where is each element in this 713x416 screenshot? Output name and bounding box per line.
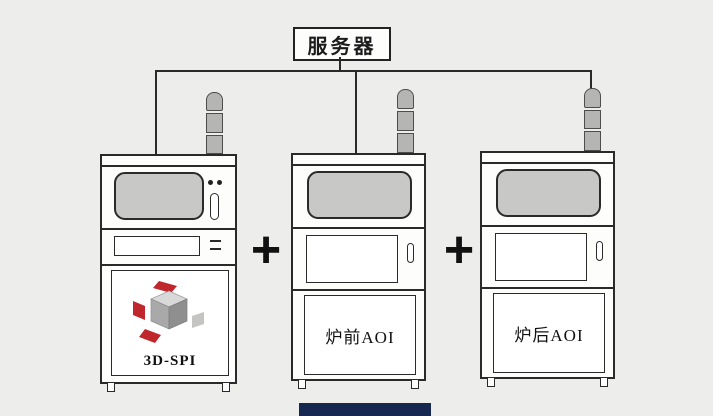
machine-foot [411, 379, 419, 389]
machine-screen [114, 172, 204, 220]
button-dot-icon [217, 180, 222, 185]
signal-tower-icon [584, 88, 601, 152]
panel-divider-line [293, 227, 424, 229]
machine-label: 炉后AOI [514, 326, 584, 345]
machine-drawer [306, 235, 398, 283]
machine-foot [600, 377, 608, 387]
cabinet-lid-line [482, 162, 613, 164]
machine-foot [487, 377, 495, 387]
machine-label: 炉前AOI [325, 328, 395, 347]
connector-server-drop-line [339, 57, 341, 71]
panel-divider-line [102, 264, 235, 266]
machine-lower-panel: 炉后AOI [493, 293, 605, 373]
signal-tower-icon [206, 92, 223, 154]
3d-cube-with-red-markers-icon [128, 279, 212, 352]
machine-aoi-post-reflow: 炉后AOI [480, 151, 615, 387]
button-dot-icon [208, 180, 213, 185]
switch-mark-icon [210, 240, 221, 242]
signal-tower-icon [397, 89, 414, 153]
machine-screen [307, 171, 412, 219]
tower-segment [206, 134, 223, 154]
switch-mark-icon [210, 248, 221, 250]
machine-label: 3D-SPI [143, 353, 197, 369]
machine-screen [496, 169, 601, 217]
tower-segment [584, 88, 601, 108]
tower-segment [206, 92, 223, 112]
panel-divider-line [293, 289, 424, 291]
machine-3d-spi: 3D-SPI [100, 154, 237, 392]
machine-drawer [114, 236, 200, 256]
panel-divider-line [482, 287, 613, 289]
machine-foot [107, 382, 115, 392]
tower-segment [206, 113, 223, 133]
panel-divider-line [102, 228, 235, 230]
plus-sign: + [250, 221, 282, 279]
connector-horizontal-line [155, 70, 592, 72]
tower-segment [397, 111, 414, 131]
machine-foot [222, 382, 230, 392]
server-label: 服务器 [307, 35, 377, 58]
bottom-banner-fragment [299, 403, 431, 416]
tower-segment [584, 131, 601, 152]
cabinet-lid-line [293, 164, 424, 166]
handle-pill-icon [210, 193, 219, 220]
server-box: 服务器 [293, 27, 391, 61]
plus-sign: + [443, 221, 475, 279]
machine-lower-panel: 炉前AOI [304, 295, 416, 375]
tower-segment [397, 133, 414, 153]
connector-left-drop-line [155, 70, 157, 154]
connector-middle-drop-line [355, 70, 357, 153]
machine-drawer [495, 233, 587, 281]
tower-segment [397, 89, 414, 109]
connector-right-drop-line [590, 70, 592, 90]
cabinet-lid-line [102, 165, 235, 167]
handle-pill-icon [407, 243, 414, 263]
machine-aoi-pre-reflow: 炉前AOI [291, 153, 426, 389]
panel-divider-line [482, 225, 613, 227]
handle-pill-icon [596, 241, 603, 261]
tower-segment [584, 109, 601, 130]
machine-foot [298, 379, 306, 389]
machine-lower-panel: 3D-SPI [111, 270, 229, 376]
